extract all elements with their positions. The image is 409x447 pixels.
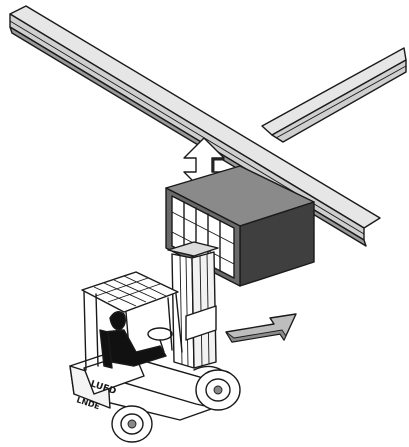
forklift-overhead-guard (81, 271, 183, 371)
forklift: LUFD LNDE (69, 241, 241, 443)
forklift-operator (99, 311, 173, 369)
forklift-wheel-rear (111, 405, 153, 443)
motion-arrow-icon (225, 313, 297, 343)
forklift-wheel-front (195, 369, 241, 411)
overhead-beam-cross (261, 47, 407, 143)
forklift-mast (167, 241, 219, 369)
load-box (165, 165, 315, 287)
